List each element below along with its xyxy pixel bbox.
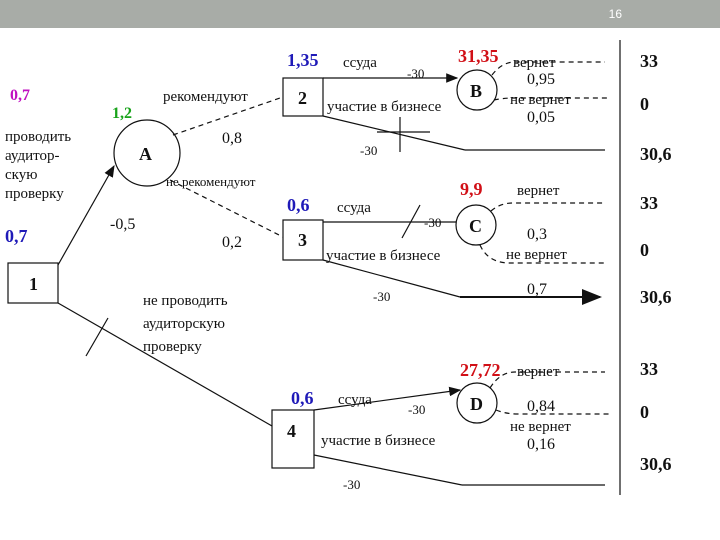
svg-text:проверку: проверку bbox=[143, 339, 202, 355]
edge-D-not-return bbox=[495, 409, 610, 415]
decision-node-4 bbox=[271, 409, 315, 469]
label-not-recommend: не рекомендуют bbox=[166, 174, 256, 189]
label-business-3: участие в бизнесе bbox=[326, 248, 441, 264]
prob-recommend: 0,8 bbox=[222, 130, 242, 147]
edge-B-not-return bbox=[493, 97, 610, 101]
edge-4-to-D bbox=[313, 386, 462, 411]
label-C-not-return: не вернет bbox=[506, 247, 567, 263]
label-business-2: участие в бизнесе bbox=[327, 99, 442, 115]
label-audit-yes: проводить аудитор- скую проверку bbox=[5, 129, 71, 202]
prob-B-return: 0,95 bbox=[527, 71, 555, 88]
chance-node-C bbox=[455, 204, 497, 246]
label-B-not-return: не вернет bbox=[510, 92, 571, 108]
node-2-label: 2 bbox=[298, 88, 307, 108]
payoff-r6: 30,6 bbox=[640, 287, 672, 307]
edge-A-to-3 bbox=[169, 179, 284, 238]
cost-3-business: -30 bbox=[373, 289, 390, 304]
value-node-4: 0,6 bbox=[291, 388, 314, 408]
edge-C-return bbox=[490, 202, 605, 212]
cost-3-loan: -30 bbox=[424, 215, 441, 230]
svg-text:проверку: проверку bbox=[5, 186, 64, 202]
node-B-label: B bbox=[470, 81, 482, 101]
decision-node-3 bbox=[282, 219, 324, 261]
node-3-label: 3 bbox=[298, 230, 307, 250]
prob-D-return: 0,84 bbox=[527, 398, 555, 415]
node-1-label: 1 bbox=[29, 274, 38, 294]
cross-mark-3 bbox=[401, 204, 421, 239]
edge-3-business bbox=[322, 259, 461, 298]
label-business-4: участие в бизнесе bbox=[321, 433, 436, 449]
cost-4-loan: -30 bbox=[408, 402, 425, 417]
value-node-C: 9,9 bbox=[460, 179, 483, 199]
node-C-label: C bbox=[469, 216, 482, 236]
value-node-D: 27,72 bbox=[460, 360, 501, 380]
payoff-r7: 33 bbox=[640, 359, 658, 379]
label-B-return: вернет bbox=[513, 55, 556, 71]
value-node-3: 0,6 bbox=[287, 195, 310, 215]
edge-C-not-return bbox=[479, 244, 607, 264]
label-loan-3: ссуда bbox=[337, 200, 371, 216]
svg-text:не проводить: не проводить bbox=[143, 293, 228, 309]
value-node1-left: 0,7 bbox=[5, 226, 28, 246]
edge-1-to-A bbox=[57, 164, 115, 266]
edge-D-return bbox=[489, 371, 605, 389]
cost-2-business: -30 bbox=[360, 143, 377, 158]
prob-B-not-return: 0,05 bbox=[527, 109, 555, 126]
payoff-r4: 33 bbox=[640, 193, 658, 213]
payoff-r9: 30,6 bbox=[640, 454, 672, 474]
chance-node-D bbox=[456, 382, 498, 424]
slide-header-bar: 16 bbox=[0, 0, 720, 28]
page-number: 16 bbox=[608, 7, 622, 21]
svg-text:аудиторскую: аудиторскую bbox=[143, 316, 225, 332]
value-node-B: 31,35 bbox=[458, 46, 499, 66]
edge-B-return bbox=[491, 61, 605, 76]
cost-4-business: -30 bbox=[343, 477, 360, 492]
prob-D-not-return: 0,16 bbox=[527, 436, 555, 453]
payoff-r3: 30,6 bbox=[640, 144, 672, 164]
value-node-2: 1,35 bbox=[287, 50, 319, 70]
payoff-r5: 0 bbox=[640, 240, 649, 260]
label-D-return: вернет bbox=[517, 364, 560, 380]
edge-4-business bbox=[313, 454, 463, 486]
node-4-label: 4 bbox=[287, 421, 296, 441]
payoff-r8: 0 bbox=[640, 402, 649, 422]
prob-C-not-return: 0,7 bbox=[527, 281, 547, 298]
svg-text:проводить: проводить bbox=[5, 129, 71, 145]
decision-node-2 bbox=[282, 77, 324, 117]
edge-1-to-4 bbox=[57, 302, 273, 427]
label-recommend: рекомендуют bbox=[163, 89, 248, 105]
prob-C-return: 0,3 bbox=[527, 226, 547, 243]
label-loan-4: ссуда bbox=[338, 392, 372, 408]
chance-node-B bbox=[456, 69, 498, 111]
payoff-r2: 0 bbox=[640, 94, 649, 114]
payoff-r1: 33 bbox=[640, 51, 658, 71]
svg-text:скую: скую bbox=[5, 167, 37, 183]
cost-2-loan: -30 bbox=[407, 66, 424, 81]
label-loan-2: ссуда bbox=[343, 55, 377, 71]
audit-cost: -0,5 bbox=[110, 216, 135, 233]
prob-not-recommend: 0,2 bbox=[222, 234, 242, 251]
cross-mark-1-4 bbox=[85, 317, 109, 357]
chance-node-A bbox=[113, 119, 181, 187]
label-C-return: вернет bbox=[517, 183, 560, 199]
edge-A-to-2 bbox=[172, 96, 284, 136]
value-node-A: 1,2 bbox=[112, 105, 132, 122]
node-A-label: A bbox=[139, 144, 152, 164]
decision-node-1 bbox=[7, 262, 59, 304]
edge-2-business bbox=[322, 115, 466, 151]
node-D-label: D bbox=[470, 394, 483, 414]
svg-text:аудитор-: аудитор- bbox=[5, 148, 59, 164]
label-audit-no: не проводить аудиторскую проверку bbox=[143, 293, 228, 355]
label-D-not-return: не вернет bbox=[510, 419, 571, 435]
value-node1-top: 0,7 bbox=[10, 87, 30, 104]
